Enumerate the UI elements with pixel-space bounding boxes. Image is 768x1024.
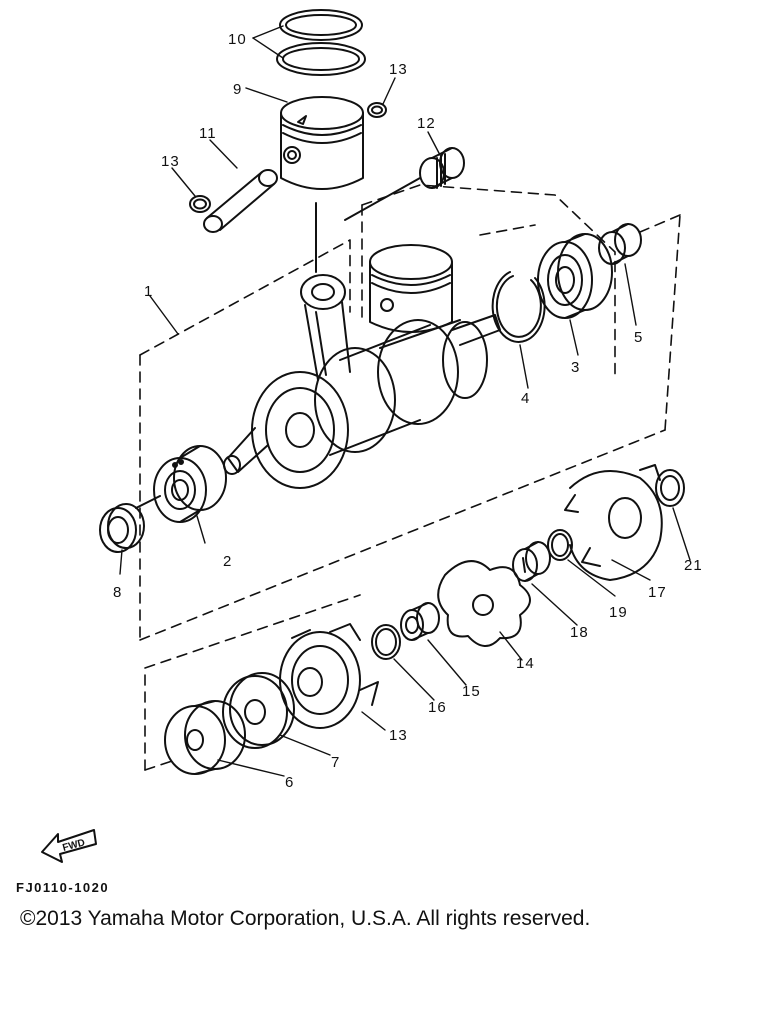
callout-16: 15 bbox=[462, 683, 481, 700]
callout-9: 9 bbox=[233, 81, 242, 98]
callout-13-right: 13 bbox=[389, 61, 408, 78]
drive-plate bbox=[164, 700, 246, 775]
assembly-group-outline-lower bbox=[144, 594, 361, 771]
figure-code: FJ0110-1020 bbox=[16, 880, 110, 895]
forward-arrow-icon: FWD bbox=[41, 829, 97, 863]
main-bearing-left bbox=[153, 445, 227, 523]
callout-14: 13 bbox=[389, 727, 408, 744]
coupling-damper bbox=[437, 560, 531, 647]
leader-lines bbox=[119, 25, 691, 777]
callout-labels: 10 9 13 12 11 13 1 5 3 4 2 21 8 17 19 18… bbox=[113, 31, 703, 791]
plug bbox=[512, 541, 551, 582]
callout-2: 2 bbox=[223, 553, 232, 570]
coupling-housing bbox=[279, 623, 379, 729]
callout-5: 5 bbox=[634, 329, 643, 346]
o-ring-hub bbox=[547, 529, 573, 561]
crankshaft-assembly bbox=[223, 202, 501, 489]
piston-rings bbox=[276, 9, 366, 76]
main-bearing-right bbox=[537, 233, 613, 319]
small-end-bearing bbox=[344, 147, 465, 221]
callout-15: 14 bbox=[516, 655, 535, 672]
callout-21: 21 bbox=[684, 557, 703, 574]
callout-8: 8 bbox=[113, 584, 122, 601]
spacer-disk bbox=[222, 672, 295, 749]
circlip-right bbox=[367, 102, 387, 118]
callout-19: 18 bbox=[570, 624, 589, 641]
callout-3: 3 bbox=[571, 359, 580, 376]
callout-7: 7 bbox=[331, 754, 340, 771]
copyright-notice: ©2013 Yamaha Motor Corporation, U.S.A. A… bbox=[20, 907, 591, 930]
callout-20: 19 bbox=[609, 604, 628, 621]
callout-12: 12 bbox=[417, 115, 436, 132]
callout-18: 17 bbox=[648, 584, 667, 601]
washer bbox=[655, 469, 685, 507]
oil-seal-left bbox=[99, 495, 161, 553]
callout-4: 4 bbox=[521, 390, 530, 407]
o-ring-small bbox=[371, 624, 401, 660]
callout-10: 10 bbox=[228, 31, 247, 48]
circlip-left bbox=[189, 195, 211, 213]
callout-1: 1 bbox=[144, 283, 153, 300]
collar bbox=[598, 223, 642, 265]
callout-17: 16 bbox=[428, 699, 447, 716]
coupling-hub bbox=[564, 464, 663, 581]
piston-pin bbox=[203, 169, 278, 233]
callout-13-left: 13 bbox=[161, 153, 180, 170]
callout-11: 11 bbox=[199, 125, 217, 142]
callout-6: 6 bbox=[285, 774, 294, 791]
piston bbox=[280, 96, 364, 190]
assembly-group-outline-upper bbox=[139, 184, 681, 641]
bushing bbox=[400, 602, 440, 641]
snap-ring bbox=[491, 271, 546, 343]
